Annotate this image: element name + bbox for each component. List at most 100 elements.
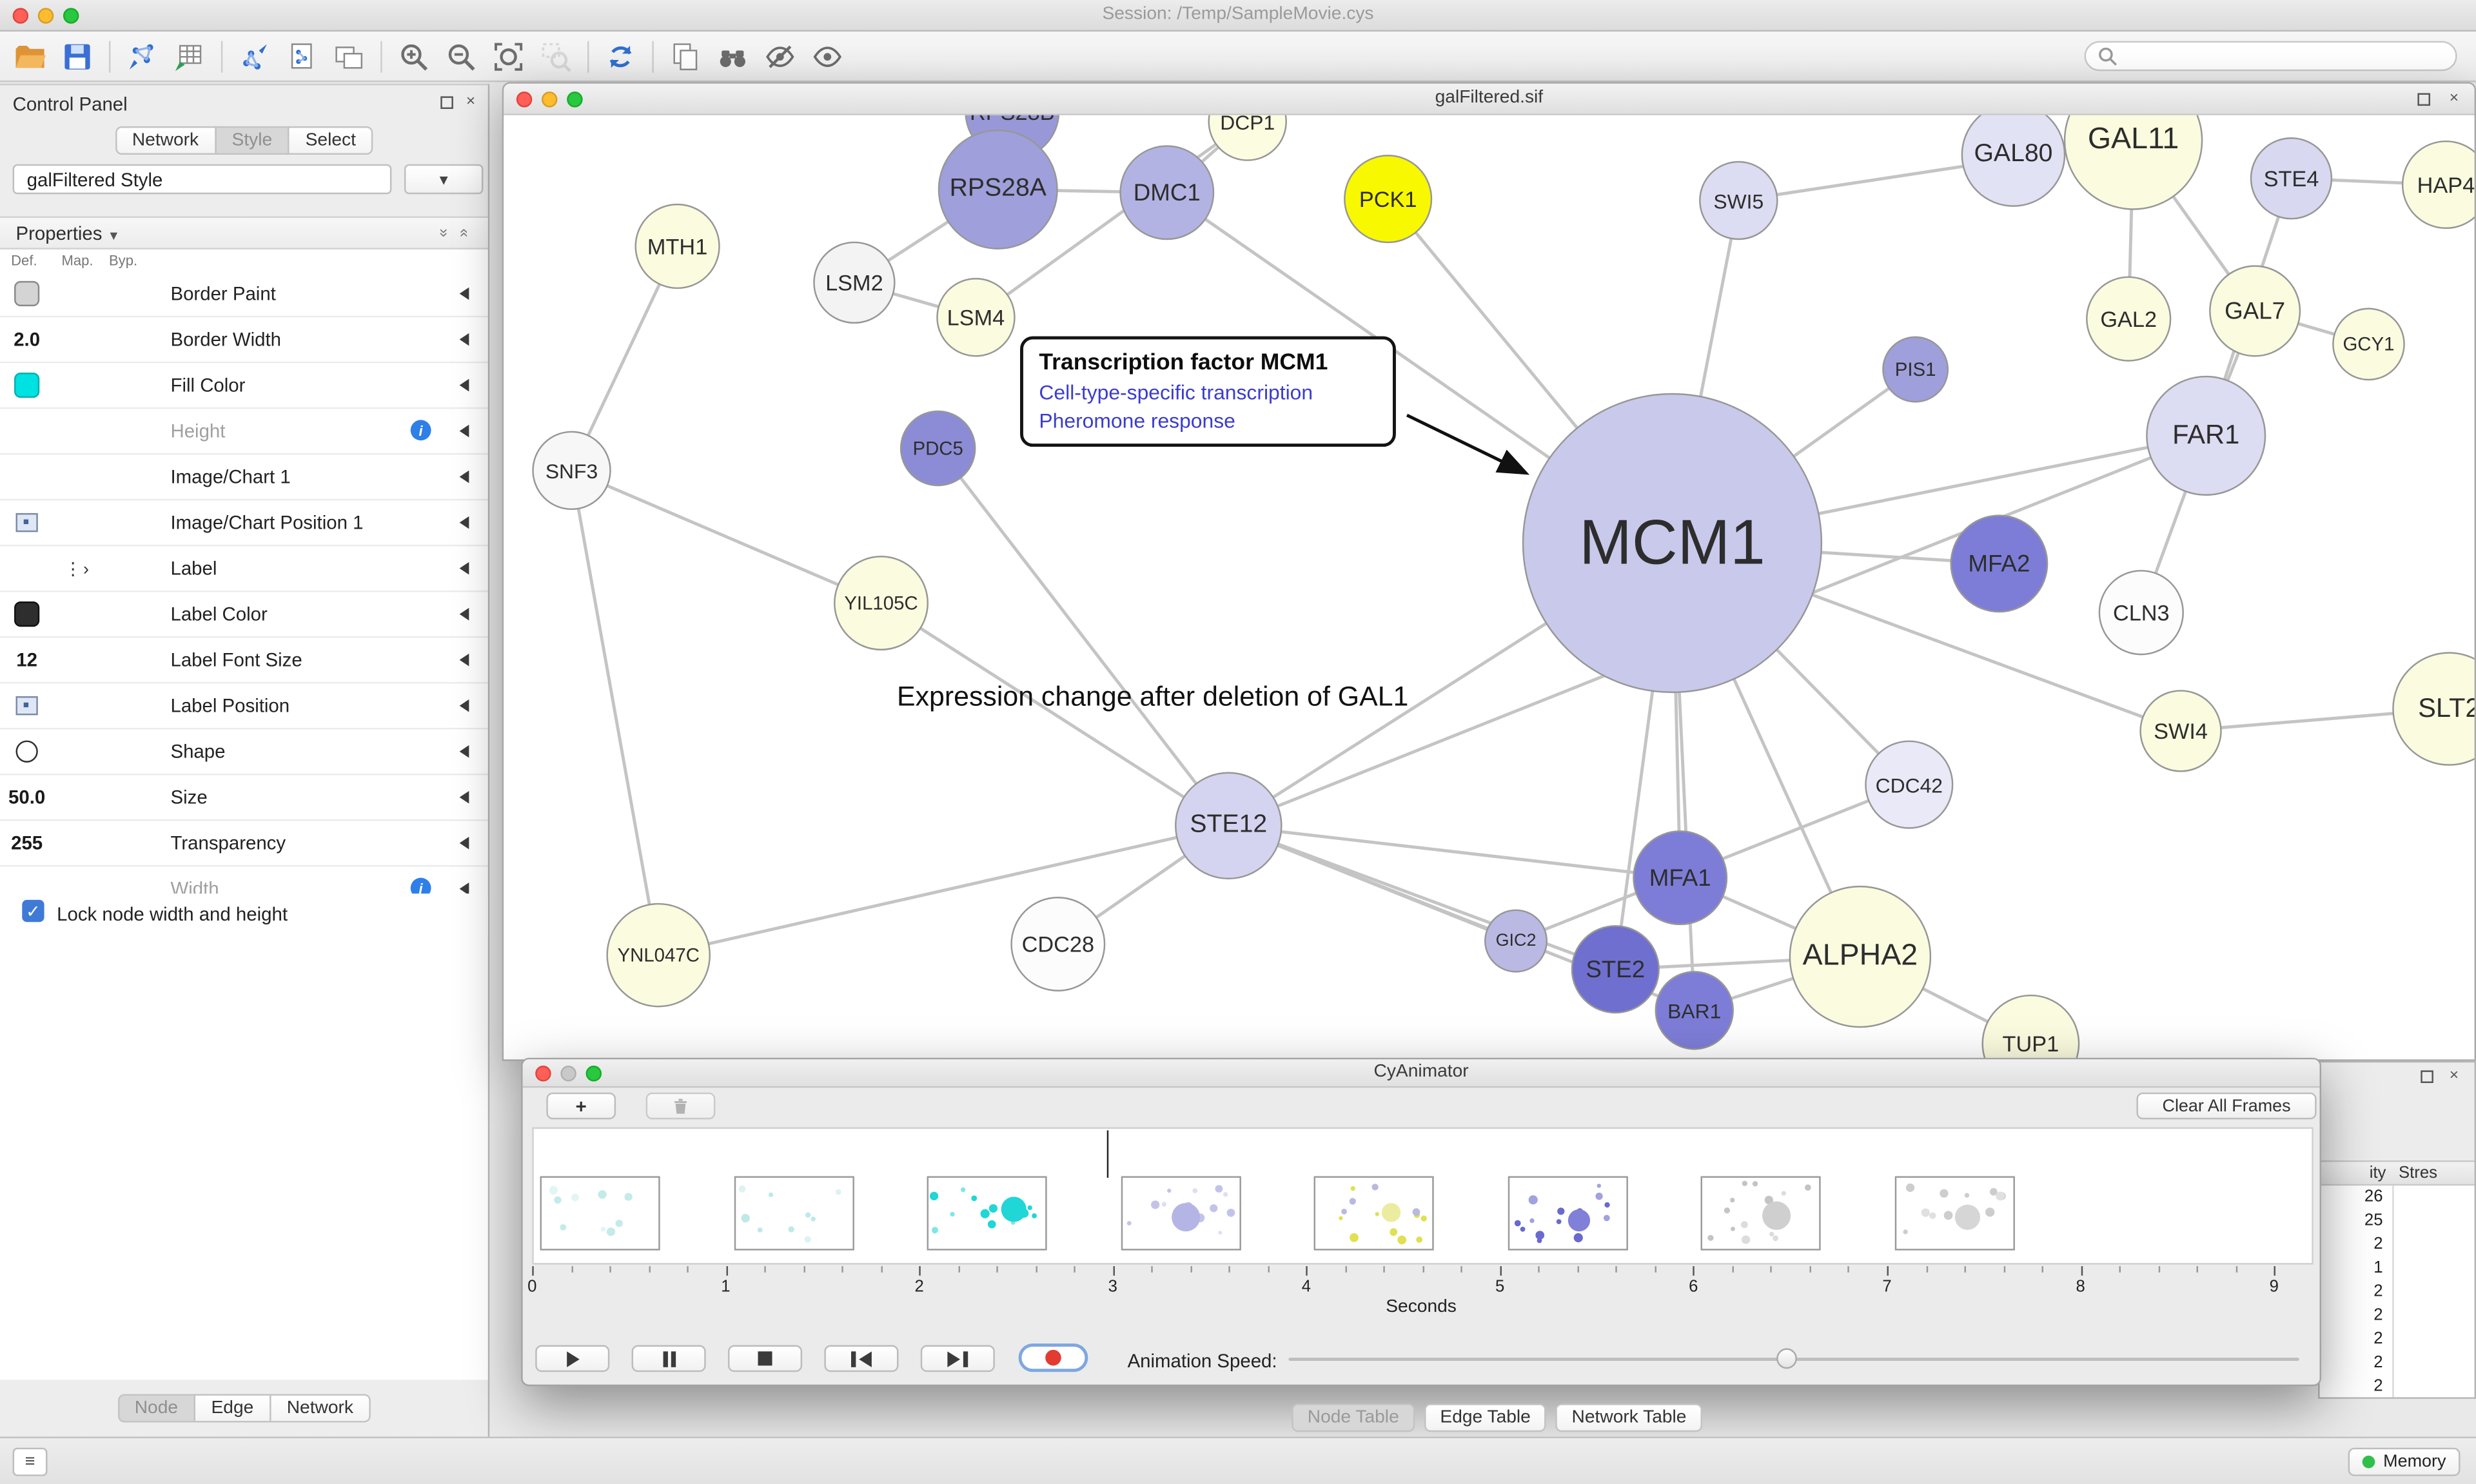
property-bypass-cell[interactable]	[101, 363, 148, 407]
node-gic2[interactable]: GIC2	[1484, 909, 1548, 973]
expand-arrow-icon[interactable]	[459, 790, 469, 804]
table-column-stress[interactable]: Stres	[2399, 1163, 2438, 1183]
property-mapping-cell[interactable]	[54, 821, 101, 865]
node-cln3[interactable]: CLN3	[2098, 570, 2184, 656]
cyanimator-titlebar[interactable]: CyAnimator	[522, 1059, 2320, 1088]
frames-strip[interactable]	[532, 1127, 2314, 1265]
edge-yil105c-ste12[interactable]	[880, 601, 1230, 827]
node-gal11[interactable]: GAL11	[2063, 115, 2203, 210]
node-lsm2[interactable]: LSM2	[813, 241, 896, 324]
edge-ste12-mfa1[interactable]	[1228, 824, 1680, 880]
new-network-window-button[interactable]	[328, 35, 369, 77]
property-default-cell[interactable]	[0, 546, 54, 591]
property-bypass-cell[interactable]	[101, 638, 148, 682]
search-objects-button[interactable]	[712, 35, 753, 77]
property-bypass-cell[interactable]	[101, 317, 148, 362]
node-cdc42[interactable]: CDC42	[1865, 740, 1954, 829]
property-default-cell[interactable]	[0, 363, 54, 407]
property-row-label[interactable]: ⋮›Label	[0, 546, 488, 592]
property-mapping-cell[interactable]	[54, 317, 101, 362]
animation-speed-thumb[interactable]	[1776, 1348, 1797, 1369]
save-session-button[interactable]	[57, 35, 98, 77]
property-mapping-cell[interactable]	[54, 729, 101, 774]
property-row-label-position[interactable]: Label Position	[0, 683, 488, 730]
zoom-fit-button[interactable]	[488, 35, 529, 77]
property-mapping-cell[interactable]	[54, 592, 101, 636]
import-network-button[interactable]	[122, 35, 163, 77]
timeline-playhead[interactable]	[1106, 1130, 1109, 1178]
lock-size-checkbox[interactable]: ✓	[22, 899, 44, 923]
property-bypass-cell[interactable]	[101, 729, 148, 774]
search-box[interactable]	[2084, 41, 2457, 72]
node-gal2[interactable]: GAL2	[2086, 276, 2172, 362]
export-table-button[interactable]	[281, 35, 322, 77]
property-bypass-cell[interactable]	[101, 500, 148, 545]
annotation-box[interactable]: Transcription factor MCM1 Cell-type-spec…	[1020, 336, 1396, 447]
node-alpha2[interactable]: ALPHA2	[1789, 885, 1932, 1028]
frame-thumbnail-1[interactable]	[540, 1176, 660, 1251]
panel-tab-node[interactable]: Node	[117, 1394, 196, 1423]
property-row-fill-color[interactable]: Fill Color	[0, 363, 488, 409]
table-row[interactable]: 26	[2320, 1186, 2475, 1209]
property-row-label-color[interactable]: Label Color	[0, 592, 488, 638]
node-swi5[interactable]: SWI5	[1699, 161, 1778, 240]
frame-thumbnail-7[interactable]	[1701, 1176, 1822, 1251]
property-default-cell[interactable]	[0, 409, 54, 453]
expand-all-icon[interactable]: »	[456, 228, 474, 238]
node-pck1[interactable]: PCK1	[1344, 155, 1433, 244]
close-window-light[interactable]	[12, 8, 29, 24]
node-mth1[interactable]: MTH1	[634, 203, 720, 289]
zoom-out-button[interactable]	[440, 35, 482, 77]
table-column-connectivity[interactable]: ity	[2369, 1163, 2386, 1183]
property-mapping-cell[interactable]	[54, 409, 101, 453]
node-mfa1[interactable]: MFA1	[1633, 830, 1728, 926]
node-gcy1[interactable]: GCY1	[2332, 308, 2405, 381]
table-row[interactable]: 1	[2320, 1256, 2475, 1280]
annotation-link-2[interactable]: Pheromone response	[1039, 409, 1235, 433]
edge-ste12-ste2[interactable]	[1228, 824, 1616, 971]
network-close-light[interactable]	[516, 92, 533, 108]
frame-thumbnail-5[interactable]	[1314, 1176, 1435, 1251]
refresh-view-button[interactable]	[600, 35, 642, 77]
open-session-button[interactable]	[10, 35, 51, 77]
edge-pdc5-ste12[interactable]	[936, 447, 1230, 827]
node-pdc5[interactable]: PDC5	[899, 410, 976, 487]
property-mapping-cell[interactable]	[54, 271, 101, 316]
node-dmc1[interactable]: DMC1	[1119, 145, 1215, 240]
table-row[interactable]: 2	[2320, 1280, 2475, 1304]
clear-all-frames-button[interactable]: Clear All Frames	[2136, 1092, 2317, 1120]
expand-arrow-icon[interactable]	[459, 470, 469, 483]
property-default-cell[interactable]: 12	[16, 649, 37, 671]
property-default-cell[interactable]: 50.0	[8, 786, 46, 808]
tab-network-table[interactable]: Network Table	[1556, 1403, 1702, 1432]
float-panel-icon[interactable]	[440, 96, 453, 109]
node-mcm1[interactable]: MCM1	[1522, 393, 1823, 694]
table-panel-close-icon[interactable]: ×	[2449, 1067, 2459, 1085]
tab-style[interactable]: Style	[214, 126, 290, 155]
close-panel-icon[interactable]: ×	[466, 93, 476, 111]
network-close-icon[interactable]: ×	[2449, 90, 2459, 108]
play-button[interactable]	[535, 1345, 610, 1372]
expand-arrow-icon[interactable]	[459, 378, 469, 392]
export-network-button[interactable]	[233, 35, 275, 77]
node-hap4[interactable]: HAP4	[2401, 140, 2475, 229]
property-mapping-cell[interactable]: ⋮›	[54, 546, 101, 591]
node-far1[interactable]: FAR1	[2146, 375, 2266, 496]
search-input[interactable]	[2123, 44, 2456, 68]
edge-snf3-ynl047c[interactable]	[570, 470, 660, 956]
memory-button[interactable]: Memory	[2348, 1447, 2461, 1476]
show-details-button[interactable]	[807, 35, 848, 77]
node-slt2[interactable]: SLT2	[2392, 652, 2475, 766]
property-bypass-cell[interactable]	[101, 409, 148, 453]
tab-select[interactable]: Select	[288, 126, 373, 155]
frame-thumbnail-8[interactable]	[1894, 1176, 2015, 1251]
table-row[interactable]: 2	[2320, 1328, 2475, 1352]
frame-thumbnail-4[interactable]	[1121, 1176, 1241, 1251]
property-row-image-chart-1[interactable]: Image/Chart 1	[0, 454, 488, 501]
table-panel-float-icon[interactable]	[2421, 1070, 2433, 1084]
property-row-border-paint[interactable]: Border Paint	[0, 271, 488, 318]
style-options-button[interactable]: ▼	[404, 164, 484, 195]
rewind-button[interactable]	[824, 1345, 899, 1372]
